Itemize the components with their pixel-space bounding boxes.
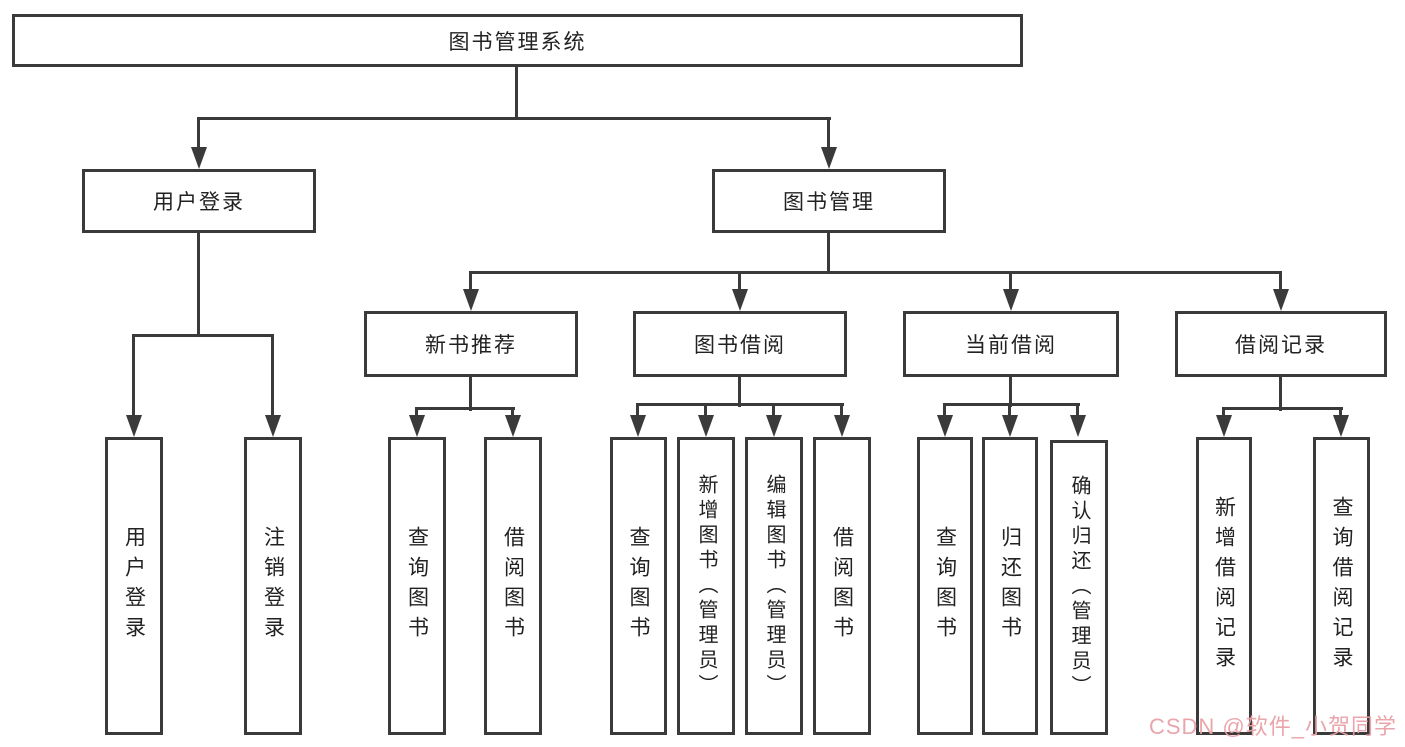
arrowhead-leaf-logout [265,415,281,437]
arrowhead-new-book [463,289,479,311]
arrowhead-borrow-records [1273,289,1289,311]
connector-leaf-drop [1008,403,1011,418]
leaf-label: 确认归还（管理员） [1068,475,1090,700]
leaf-label: 注销登录 [261,526,285,646]
node-root: 图书管理系统 [12,14,1023,67]
leaf-label: 编辑图书（管理员） [763,473,785,699]
arrowhead-leaf [1070,415,1086,437]
leaf-logout: 注销登录 [244,437,302,735]
leaf-user-login: 用户登录 [105,437,163,735]
leaf-label: 查询图书 [933,526,957,646]
node-new-book-recommend: 新书推荐 [364,311,578,377]
connector-new-book-drop [469,377,472,411]
node-label: 借阅记录 [1235,334,1327,357]
node-label: 图书管理 [783,191,875,214]
connector-leaf-drop [415,407,418,418]
leaf-confirm-return-admin: 确认归还（管理员） [1050,440,1108,735]
connector-to-leaf-user-login [132,334,135,419]
connector-current-borrow-branch [943,403,1080,406]
arrowhead-leaf-user-login [126,415,142,437]
connector-user-login-branch [132,334,274,337]
connector-to-new-book [469,271,472,293]
connector-book-borrow-drop [738,377,741,407]
connector-leaf-drop [943,403,946,418]
leaf-edit-book-admin: 编辑图书（管理员） [745,437,803,735]
arrowhead-leaf [1333,415,1349,437]
leaf-query-books-current: 查询图书 [917,437,973,735]
connector-book-borrow-branch [636,403,844,406]
node-book-borrow: 图书借阅 [633,311,847,377]
leaf-label: 借阅图书 [830,526,854,646]
arrowhead-leaf [505,415,521,437]
arrowhead-leaf [766,415,782,437]
leaf-borrow-books-borrow: 借阅图书 [813,437,871,735]
connector-to-current-borrow [1009,271,1012,293]
connector-leaf-drop [511,407,514,418]
node-book-management: 图书管理 [712,169,946,233]
leaf-borrow-books-new: 借阅图书 [484,437,542,735]
connector-borrow-records-branch [1222,407,1343,410]
connector-leaf-drop [1339,407,1342,418]
arrowhead-leaf [409,415,425,437]
leaf-label: 查询图书 [405,526,429,646]
connector-level2-branch [197,117,831,120]
leaf-label: 新增图书（管理员） [695,473,717,699]
node-label: 用户登录 [153,191,245,214]
leaf-add-borrow-record: 新增借阅记录 [1196,437,1252,735]
connector-to-borrow-records [1279,271,1282,293]
arrowhead-current-borrow [1003,289,1019,311]
connector-leaf-drop [1222,407,1225,418]
arrowhead-leaf [834,415,850,437]
arrowhead-leaf [630,415,646,437]
arrowhead-leaf [937,415,953,437]
leaf-label: 归还图书 [998,526,1022,646]
connector-level3-branch [469,271,1282,274]
connector-new-book-branch [415,407,515,410]
connector-to-book-borrow [738,271,741,293]
connector-borrow-records-drop [1279,377,1282,411]
leaf-label: 查询借阅记录 [1330,496,1353,676]
connector-leaf-drop [772,403,775,418]
leaf-label: 新增借阅记录 [1212,496,1236,676]
connector-to-leaf-logout [271,334,274,419]
connector-leaf-drop [840,403,843,418]
arrowhead-book-borrow [732,289,748,311]
node-current-borrow: 当前借阅 [903,311,1119,377]
node-borrow-records: 借阅记录 [1175,311,1387,377]
connector-leaf-drop [704,403,707,418]
node-label: 新书推荐 [425,334,517,357]
arrowhead-user-login [191,147,207,169]
leaf-query-books-new: 查询图书 [388,437,446,735]
node-label: 当前借阅 [965,334,1057,357]
arrowhead-leaf [698,415,714,437]
node-label: 图书管理系统 [448,30,587,54]
leaf-return-book: 归还图书 [982,437,1038,735]
connector-leaf-drop [1076,403,1079,418]
csdn-watermark: CSDN @软件_小贺同学 [1148,714,1397,739]
connector-leaf-drop [636,403,639,418]
connector-to-user-login [197,117,200,150]
leaf-label: 用户登录 [122,526,146,646]
connector-current-borrow-drop [1009,377,1012,407]
arrowhead-leaf [1002,415,1018,437]
arrowhead-book-management [821,147,837,169]
connector-book-management-drop [827,233,830,274]
leaf-label: 查询图书 [627,526,650,646]
connector-to-book-management [827,117,830,150]
leaf-label: 借阅图书 [501,526,525,646]
connector-root-drop [515,64,518,120]
node-user-login: 用户登录 [82,169,316,233]
leaf-query-books-borrow: 查询图书 [610,437,667,735]
leaf-add-book-admin: 新增图书（管理员） [677,437,735,735]
node-label: 图书借阅 [694,334,786,357]
leaf-query-borrow-record: 查询借阅记录 [1313,437,1370,735]
arrowhead-leaf [1216,415,1232,437]
connector-user-login-drop [197,233,200,337]
